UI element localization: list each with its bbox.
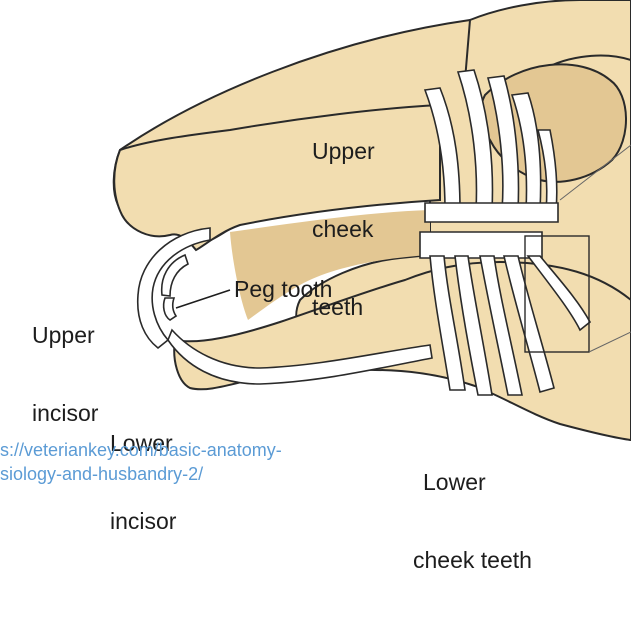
peg-tooth-pointer	[176, 290, 230, 308]
label-line: cheek teeth	[413, 547, 532, 573]
skull-diagram: Upper cheek teeth Upper incisor Peg toot…	[0, 0, 631, 484]
upper-crown-row	[425, 203, 558, 222]
lower-crown-row	[420, 232, 542, 258]
label-peg-tooth: Peg tooth	[234, 276, 332, 302]
label-line: incisor	[32, 400, 98, 426]
source-url-line-1[interactable]: s://veteriankey.com/basic-anatomy-	[0, 440, 282, 461]
source-url-line-2[interactable]: siology-and-husbandry-2/	[0, 464, 203, 484]
label-line: Upper	[312, 138, 375, 164]
label-line: incisor	[110, 508, 176, 534]
source-url[interactable]: s://veteriankey.com/basic-anatomy- siolo…	[0, 438, 631, 484]
label-upper-cheek-teeth: Upper cheek teeth	[312, 86, 375, 372]
label-line: Upper	[32, 322, 98, 348]
label-line: cheek	[312, 216, 375, 242]
peg-tooth-shape	[164, 298, 176, 320]
